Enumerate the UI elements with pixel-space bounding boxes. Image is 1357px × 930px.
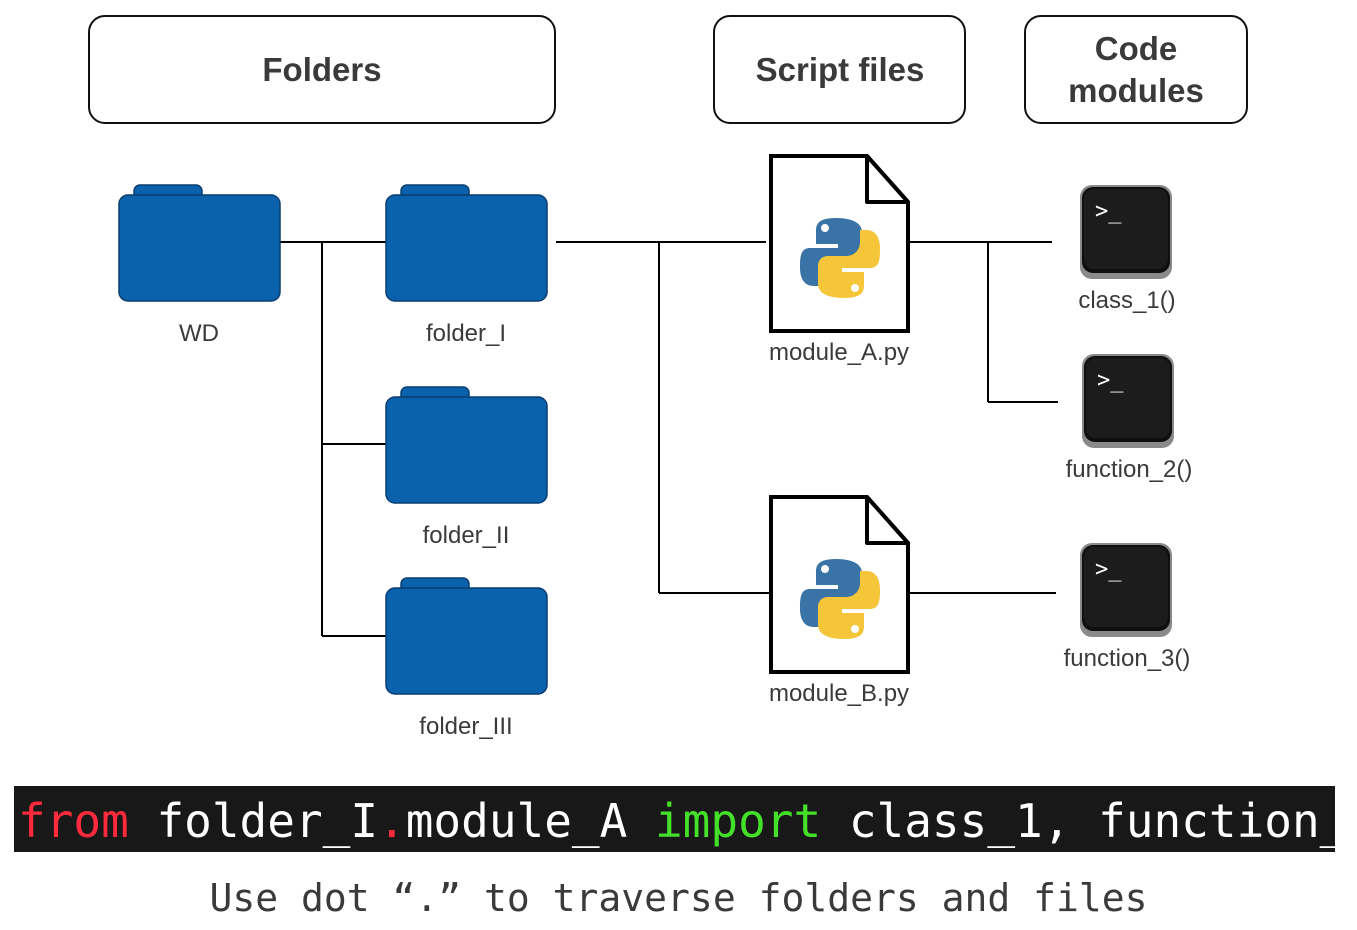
terminal-icon (1080, 185, 1172, 279)
connector-lines (280, 241, 1058, 637)
terminal-prompt: >_ (1097, 368, 1124, 393)
module-b-label: module_B.py (769, 680, 909, 707)
import-code-line: from folder_I.module_A import class_1, f… (14, 786, 1335, 852)
terminal-icon (1080, 543, 1172, 637)
folder-iii-label: folder_III (419, 713, 512, 740)
header-folders: Folders (88, 15, 556, 124)
folder-wd-label: WD (179, 320, 219, 347)
imported-names: class_1, function_2 (821, 794, 1335, 848)
class-1-label: class_1() (1078, 287, 1175, 314)
folder-wd: WD (118, 184, 281, 347)
function-3-label: function_3() (1064, 645, 1191, 672)
keyword-from: from (18, 794, 129, 848)
caption: Use dot “.” to traverse folders and file… (209, 876, 1148, 920)
header-code-modules-label-2: modules (1068, 72, 1204, 109)
terminal-prompt: >_ (1095, 199, 1122, 224)
import-path-part1: folder_I (128, 794, 379, 848)
folder-icon (385, 386, 548, 504)
header-script-files: Script files (713, 15, 966, 124)
terminal-prompt: >_ (1095, 557, 1122, 582)
script-module-a: module_A.py (769, 154, 910, 366)
import-path-part2: module_A (405, 794, 655, 848)
header-code-modules-label-1: Code (1095, 30, 1178, 67)
terminal-icon (1082, 354, 1174, 448)
code-module-class-1: >_ class_1() (1078, 185, 1176, 314)
module-a-label: module_A.py (769, 339, 909, 366)
folder-i-label: folder_I (426, 320, 506, 347)
folder-ii: folder_II (385, 386, 548, 549)
header-script-files-label: Script files (756, 51, 925, 88)
folder-iii: folder_III (385, 577, 548, 740)
script-module-b: module_B.py (769, 495, 910, 707)
code-module-function-2: >_ function_2() (1066, 354, 1193, 483)
folder-i: folder_I (385, 184, 548, 347)
header-code-modules: Code modules (1024, 15, 1248, 124)
folder-structure-diagram: Folders Script files Code modules WD fol… (88, 15, 1248, 740)
folder-icon (385, 184, 548, 302)
folder-ii-label: folder_II (423, 522, 510, 549)
path-dot: . (378, 794, 406, 848)
keyword-import: import (654, 794, 822, 848)
function-2-label: function_2() (1066, 456, 1193, 483)
code-module-function-3: >_ function_3() (1064, 543, 1191, 672)
folder-icon (118, 184, 281, 302)
header-folders-label: Folders (262, 51, 381, 88)
folder-icon (385, 577, 548, 695)
